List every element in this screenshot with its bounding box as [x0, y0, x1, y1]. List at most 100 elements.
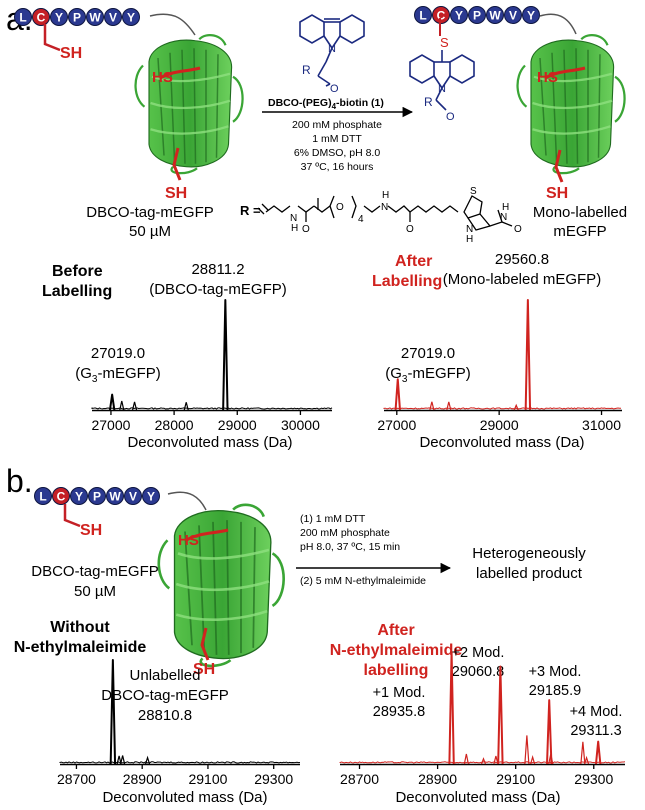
peptide-residue-y-6 — [522, 6, 540, 24]
minor-peak — [463, 753, 469, 765]
peak-b-left-line3: 28810.8 — [138, 707, 192, 724]
peptide-b-thiol-label: SH — [80, 522, 102, 539]
peptide-residue-label: P — [73, 11, 81, 25]
dbco-structure-icon — [299, 14, 365, 87]
peak-a-left-minor-mass: 27019.0 — [91, 345, 145, 362]
peptide-residue-label: Y — [75, 490, 83, 504]
spectrum-peak-1 — [497, 665, 504, 765]
x-tick-label: 29300 — [574, 771, 613, 787]
biotin-structure-icon — [257, 195, 513, 231]
cysteine-b-sh-bond — [200, 627, 210, 661]
peptide-residue-v-5 — [504, 6, 522, 24]
peak-a-left-main-name: (DBCO-tag-mEGFP) — [149, 281, 287, 298]
minor-peak — [116, 755, 122, 765]
peptide-residue-v-5 — [104, 8, 122, 26]
peptide-residue-label: W — [89, 11, 101, 25]
peptide-residue-y-6 — [122, 8, 140, 26]
peptide-residue-w-4 — [106, 487, 124, 505]
conditions-b-bottom: (2) 5 mM N-ethylmaleimide — [300, 575, 426, 587]
r-atom-n4: N — [466, 224, 473, 235]
gfp-barrel-icon-right — [516, 33, 626, 175]
peptide-residue-p-3 — [468, 6, 486, 24]
dbco-oxygen: O — [330, 83, 339, 95]
peak-a-right-main-name: (Mono-labeled mEGFP) — [443, 271, 601, 288]
xlabel-a-left: Deconvoluted mass (Da) — [127, 434, 292, 451]
minor-peak — [524, 735, 530, 765]
r-atom-n1: N — [290, 213, 297, 224]
peptide-residue-l-0 — [34, 487, 52, 505]
spectrum-a-right-title-1: After — [395, 253, 432, 270]
minor-peak — [131, 401, 138, 411]
spectrum-b-right-title-3: labelling — [364, 662, 429, 679]
peptide-residue-label: V — [509, 9, 517, 23]
r-atom-h4: H — [466, 234, 473, 245]
cysteine-hs-bond — [159, 66, 201, 80]
peptide-residue-p-3 — [88, 487, 106, 505]
x-tick-label: 27000 — [91, 417, 130, 433]
r-atom-s: S — [470, 186, 477, 197]
peak-a-right-main-mass: 29560.8 — [495, 251, 549, 268]
spectrum-peak-0 — [109, 659, 117, 765]
peptide-residue-label: C — [57, 490, 66, 504]
mod1-label: +1 Mod. — [373, 685, 426, 701]
peptide-residue-v-5 — [124, 487, 142, 505]
peptide-residue-c-1 — [52, 487, 70, 505]
minor-peak — [429, 401, 435, 411]
r-atom-o1: O — [302, 224, 310, 235]
x-tick-label: 29000 — [480, 417, 519, 433]
mod3-mass: 29185.9 — [529, 683, 581, 699]
dbco-adduct-structure — [409, 50, 475, 111]
minor-peak — [119, 400, 125, 411]
thiol-hs-label-right: HS — [537, 69, 558, 86]
minor-peak — [513, 403, 519, 411]
minor-peak — [480, 757, 487, 765]
x-tick-label: 30000 — [281, 417, 320, 433]
mod1-mass: 28935.8 — [373, 704, 425, 720]
peptide-residue-c-1 — [32, 8, 50, 26]
r-group-left: R — [302, 63, 311, 77]
spectrum-b-right-title-1: After — [377, 622, 414, 639]
cysteine-sh-bond-right — [554, 149, 564, 183]
thiol-hs-label: HS — [152, 69, 173, 86]
x-tick-label: 28900 — [418, 771, 457, 787]
peptide-residue-p-3 — [68, 8, 86, 26]
spectrum-b-left-title-2: N-ethylmaleimide — [14, 639, 147, 656]
peptide-residue-label: W — [489, 9, 501, 23]
product-b-line2: labelled product — [476, 565, 583, 582]
baseline-trace — [59, 761, 301, 764]
peptide-residue-label: L — [19, 11, 26, 25]
r-atom-h3: H — [502, 202, 509, 213]
r-atom-o2: O — [336, 202, 344, 213]
peptide-thiol-label: SH — [60, 45, 82, 62]
minor-peak — [530, 754, 536, 765]
r-peg-subscript: 4 — [358, 214, 364, 225]
mod4-mass: 29311.3 — [570, 723, 621, 739]
minor-peak — [493, 755, 499, 765]
mod2-mass: 29060.8 — [452, 664, 504, 680]
protein-conc-left: 50 µM — [129, 223, 171, 240]
r-atom-n3: N — [500, 212, 507, 223]
protein-b-name: DBCO-tag-mEGFP — [31, 563, 159, 580]
x-tick-label: 29300 — [254, 771, 293, 787]
spectrum-b-left-title-1: Without — [50, 619, 110, 636]
peptide-residue-label: Y — [127, 11, 135, 25]
spectrum-a-left-title-2: Labelling — [42, 283, 112, 300]
peak-a-right-minor-name: (G3-mEGFP) — [385, 365, 471, 385]
thiol-b-sh-label: SH — [193, 661, 215, 678]
spectrum-peak-0 — [448, 651, 455, 765]
peptide-residue-label: Y — [55, 11, 63, 25]
condition-a-line-1: 1 mM DTT — [312, 133, 362, 145]
peptide-residue-label: Y — [455, 9, 463, 23]
peak-b-left-line2: DBCO-tag-mEGFP — [101, 687, 229, 704]
gfp-barrel-icon-b — [157, 503, 286, 668]
peptide-residue-label: Y — [527, 9, 535, 23]
spectrum-peak-1 — [524, 299, 532, 411]
